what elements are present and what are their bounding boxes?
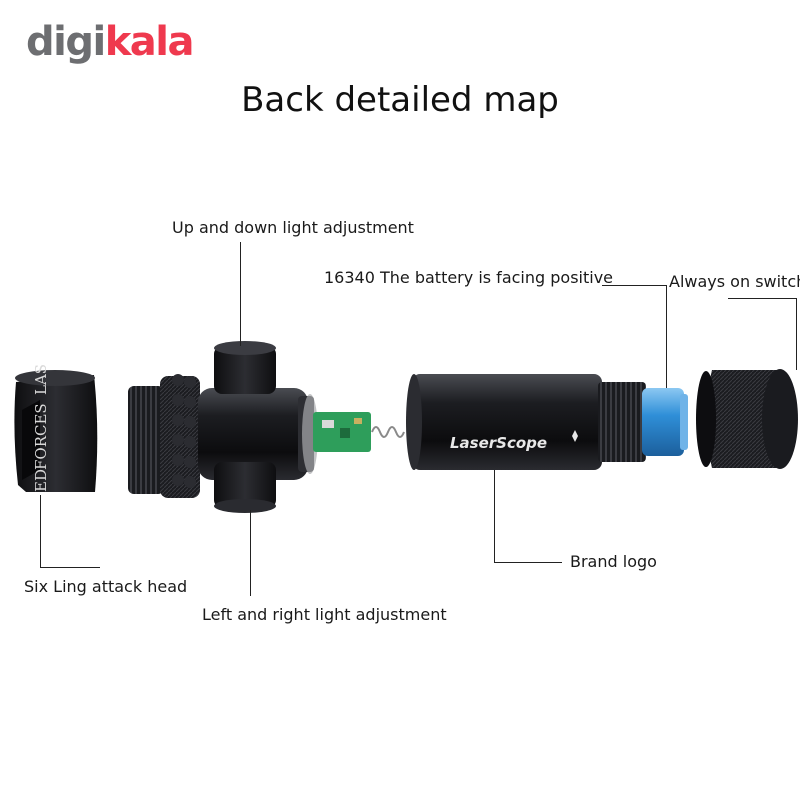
star-mark [572, 430, 578, 442]
label-left-right: Left and right light adjustment [202, 605, 447, 624]
label-battery: 16340 The battery is facing positive [324, 268, 613, 287]
leader-brand-h [494, 562, 562, 563]
leader-left-right [250, 510, 251, 596]
leader-switch-v [796, 298, 797, 370]
adjustment-housing [128, 341, 318, 513]
leader-battery-h [602, 285, 666, 286]
leader-attack-v [40, 495, 41, 567]
digikala-logo: digikala [26, 19, 194, 65]
spring [371, 426, 405, 438]
diagram-title: Back detailed map [241, 80, 559, 120]
cap-text-forces: FORCES [32, 403, 50, 470]
leader-up-down [240, 242, 241, 346]
battery-tube: LaserScope [406, 374, 646, 470]
label-brand-logo: Brand logo [570, 552, 657, 571]
leader-battery-v [666, 285, 667, 388]
leader-switch-h [728, 298, 796, 299]
label-attack-head: Six Ling attack head [24, 577, 188, 596]
leader-attack-h [40, 567, 100, 568]
end-switch-cap [696, 369, 798, 469]
battery-16340 [642, 388, 688, 456]
cap-text-las: LAS [32, 364, 50, 395]
attack-head-cap: FORCES LAS ED [14, 364, 98, 492]
tube-brand-logo: LaserScope [450, 434, 547, 452]
leader-brand-v [494, 470, 495, 562]
cap-text-ed: ED [32, 469, 50, 492]
laser-module-pcb [313, 412, 405, 452]
label-up-down: Up and down light adjustment [172, 218, 414, 237]
label-switch: Always on switch [669, 272, 800, 291]
